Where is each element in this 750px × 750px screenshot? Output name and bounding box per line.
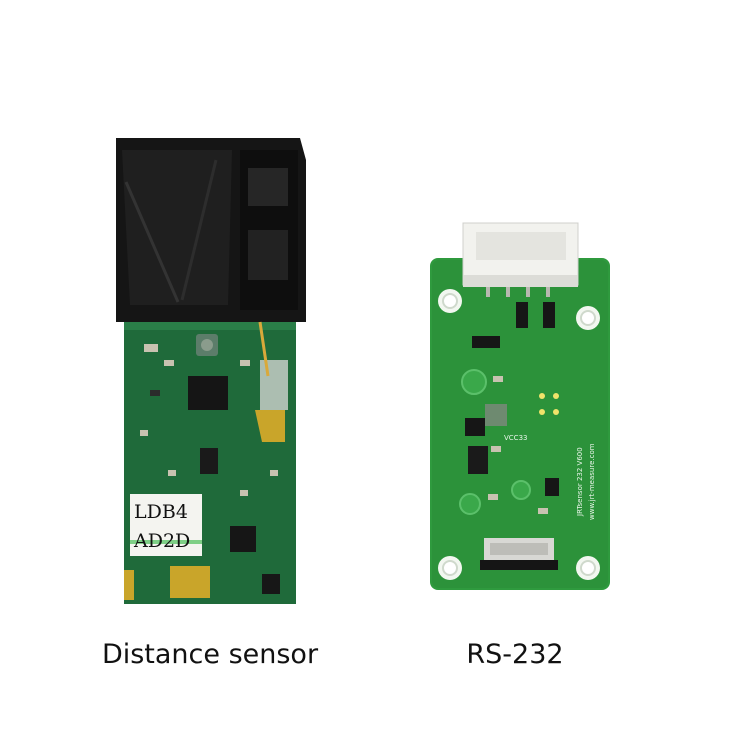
sticker-line-1: LDB4 xyxy=(134,501,188,523)
caption-distance-sensor: Distance sensor xyxy=(101,639,319,670)
caption-rs232: RS-232 xyxy=(466,639,564,670)
sticker-line-2: AD2D xyxy=(133,530,190,552)
distance-sensor-module: LDB4 AD2D xyxy=(116,138,306,604)
silk-label-url: www.jrt-measure.com xyxy=(588,443,596,520)
model-sticker: LDB4 AD2D xyxy=(130,494,202,556)
silk-label-model: JRTsensor 232 V600 xyxy=(576,447,584,517)
silk-label-vcc: VCC33 xyxy=(504,434,527,442)
rs232-board: JRTsensor 232 V600 www.jrt-measure.com V… xyxy=(430,222,610,590)
jst-connector xyxy=(462,222,579,297)
